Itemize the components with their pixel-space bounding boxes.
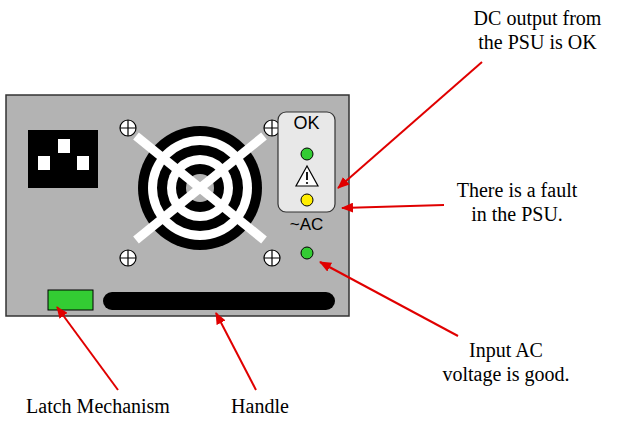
leader-arrow bbox=[342, 205, 444, 208]
latch bbox=[48, 290, 93, 310]
indicator-panel: OK bbox=[278, 112, 335, 212]
ok-indicator-text: OK bbox=[278, 113, 335, 133]
callout-text: DC output from the PSU is OK bbox=[460, 6, 615, 54]
ac-indicator-text: ~AC bbox=[278, 215, 335, 234]
warning-triangle bbox=[296, 166, 318, 186]
callout-text: There is a fault in the PSU. bbox=[448, 178, 586, 226]
part-name: Latch Mechanism bbox=[0, 394, 196, 418]
screw-cross bbox=[120, 120, 280, 266]
socket-pin bbox=[77, 156, 89, 170]
socket-pin bbox=[38, 156, 50, 170]
leader-arrow bbox=[320, 262, 458, 336]
warning-mark bbox=[306, 182, 308, 184]
handle bbox=[103, 292, 335, 310]
ok-led bbox=[301, 148, 313, 160]
indicator-panel bbox=[278, 112, 335, 212]
fault-led bbox=[301, 194, 313, 206]
fan-guard-bar bbox=[136, 136, 264, 240]
screws bbox=[120, 120, 280, 266]
fan-guard-bar bbox=[136, 136, 264, 240]
callout-text: Input AC voltage is good. bbox=[440, 338, 572, 386]
leader-arrow bbox=[57, 307, 118, 390]
leader-arrow bbox=[338, 62, 482, 188]
leader-arrows bbox=[57, 62, 482, 390]
warning-mark bbox=[306, 172, 308, 180]
socket-pin bbox=[58, 139, 70, 153]
power-socket bbox=[28, 130, 98, 188]
psu-body: ~AC OK bbox=[6, 95, 349, 316]
ac-led bbox=[301, 247, 313, 259]
psu-body bbox=[6, 95, 349, 316]
leader-arrow bbox=[216, 313, 256, 390]
part-name: Handle bbox=[222, 394, 298, 418]
